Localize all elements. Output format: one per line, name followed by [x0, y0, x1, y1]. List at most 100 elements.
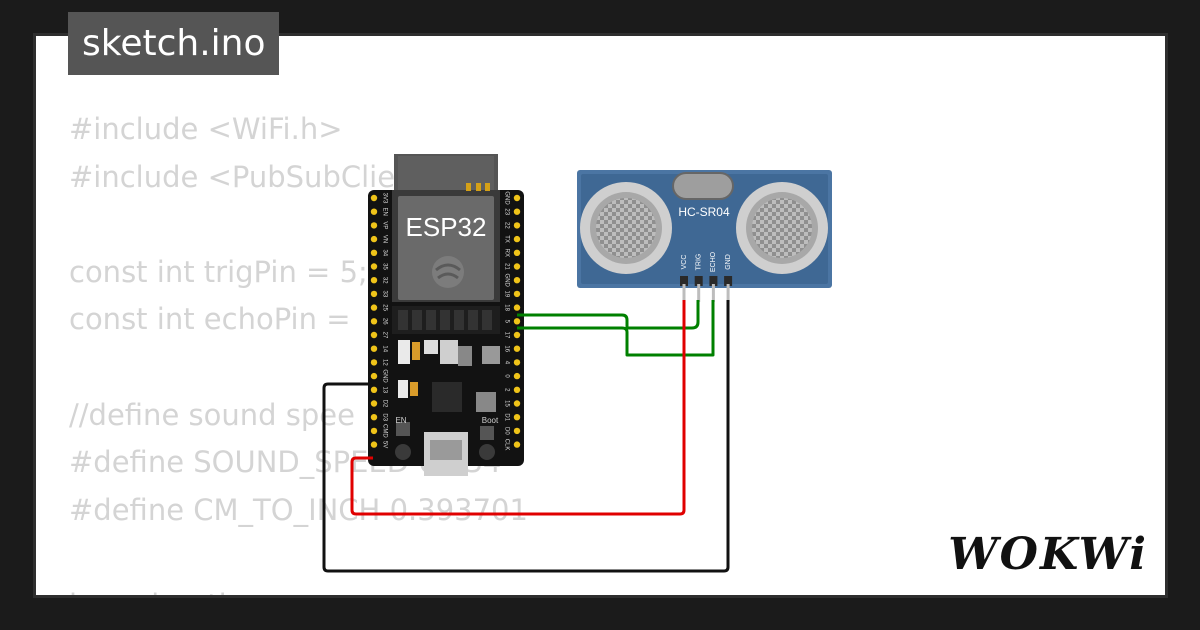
pin-pad[interactable] [513, 372, 521, 380]
wire-trig[interactable] [517, 300, 700, 330]
pin-label: 18 [503, 304, 509, 311]
pin-pad[interactable] [370, 304, 378, 311]
pin-pad[interactable] [370, 400, 378, 407]
pin-label: 12 [381, 359, 387, 366]
pin-pad[interactable] [370, 359, 378, 366]
sensor-pin-socket [724, 276, 733, 286]
pin-pad[interactable] [370, 331, 378, 339]
pin-pad[interactable] [513, 277, 521, 284]
sensor-pin[interactable] [697, 284, 701, 302]
sensor-label: HC-SR04 [678, 205, 730, 219]
pin-label: RX [503, 249, 509, 257]
transducer-left [580, 182, 672, 274]
code-line: //define sound spee [69, 397, 355, 432]
pin-pad[interactable] [370, 194, 378, 202]
boot-button-label: Boot [482, 416, 499, 425]
pin-label: 3V3 [381, 193, 387, 204]
pin-label: 0 [503, 374, 509, 378]
pin-label: 27 [381, 332, 387, 339]
pin-pad[interactable] [513, 194, 521, 202]
pin-pad[interactable] [370, 414, 378, 421]
pin-label: 5V [381, 441, 387, 448]
wokwi-logo: WOKWi [948, 529, 1148, 580]
pin-label: EN [381, 208, 387, 216]
sensor-pin-socket [694, 276, 703, 286]
pin-pad[interactable] [370, 208, 378, 215]
pin-pad[interactable] [370, 318, 378, 325]
pin-label: D1 [503, 413, 509, 421]
pin-pad[interactable] [513, 441, 521, 448]
pin-pad[interactable] [370, 427, 378, 435]
pin-label: VN [381, 235, 387, 243]
pin-label: CLK [503, 439, 509, 451]
pin-pad[interactable] [513, 263, 521, 270]
pin-pad[interactable] [513, 427, 521, 435]
espressif-logo-icon [432, 256, 464, 288]
pin-pad[interactable] [370, 372, 378, 380]
pin-pad[interactable] [513, 331, 521, 339]
pin-pad[interactable] [370, 277, 378, 284]
code-line: const int echoPin = [69, 302, 360, 337]
pin-pad[interactable] [513, 249, 521, 256]
esp32-label: ESP32 [406, 212, 487, 242]
pin-label: 16 [503, 345, 509, 352]
pin-label: 35 [381, 263, 387, 270]
pin-label: 23 [503, 208, 509, 215]
wire-echo[interactable] [517, 300, 715, 357]
pin-label: 13 [381, 386, 387, 393]
crystal [672, 172, 734, 200]
pin-pad[interactable] [513, 345, 521, 352]
pin-label: 14 [381, 345, 387, 352]
pin-label: D2 [381, 400, 387, 408]
sensor-pin-label: VCC [681, 255, 688, 270]
pin-pad[interactable] [513, 414, 521, 421]
canvas-frame: #include <WiFi.h> #include <PubSubClie con… [33, 33, 1168, 598]
code-line: const int trigPin = 5; [69, 254, 368, 289]
pin-label: 17 [503, 332, 509, 339]
pin-label: 21 [503, 263, 509, 270]
sensor-pin[interactable] [726, 284, 730, 302]
sensor-pin-socket [680, 276, 688, 286]
sensor-pin-label: GND [725, 254, 732, 270]
file-tab[interactable]: sketch.ino [68, 12, 280, 75]
pin-pad[interactable] [513, 318, 521, 325]
pin-pad[interactable] [513, 359, 521, 366]
pin-pad[interactable] [370, 290, 378, 298]
pin-pad[interactable] [370, 222, 378, 229]
code-line: #include <PubSubClie [69, 159, 396, 194]
pin-pad[interactable] [513, 304, 521, 311]
code-line: #define CM_TO_INCH 0.393701 [69, 492, 528, 527]
pin-label: 26 [381, 318, 387, 325]
pin-label: GND [381, 369, 387, 383]
transducer-right [736, 182, 828, 274]
left-pin-header: 3V3ENVPVN343532332526271412GND13D2D3CMD5… [370, 193, 387, 448]
pin-label: D0 [503, 427, 509, 435]
pin-label: D3 [381, 413, 387, 421]
pin-pad[interactable] [513, 208, 521, 215]
en-button-label: EN [395, 416, 406, 425]
pin-pad[interactable] [370, 263, 378, 270]
pin-pad[interactable] [513, 400, 521, 407]
pin-pad[interactable] [370, 235, 378, 243]
pin-label: 32 [381, 277, 387, 284]
wire-vcc[interactable] [350, 300, 686, 516]
pin-pad[interactable] [513, 386, 521, 393]
pin-pad[interactable] [370, 441, 378, 448]
pin-pad[interactable] [370, 345, 378, 352]
pin-pad[interactable] [370, 249, 378, 256]
pin-pad[interactable] [513, 290, 521, 298]
pin-pad[interactable] [513, 235, 521, 243]
sensor-pin[interactable] [711, 284, 715, 302]
pin-pad[interactable] [513, 222, 521, 229]
code-line: #include <WiFi.h> [69, 112, 343, 146]
pin-label: 5 [503, 320, 509, 324]
pin-label: CMD [381, 424, 387, 438]
pin-pad[interactable] [370, 386, 378, 393]
pin-label: 33 [381, 291, 387, 298]
sensor-pin-socket [709, 276, 718, 286]
wire-gnd[interactable] [322, 300, 730, 573]
sensor-pin[interactable] [682, 284, 686, 302]
